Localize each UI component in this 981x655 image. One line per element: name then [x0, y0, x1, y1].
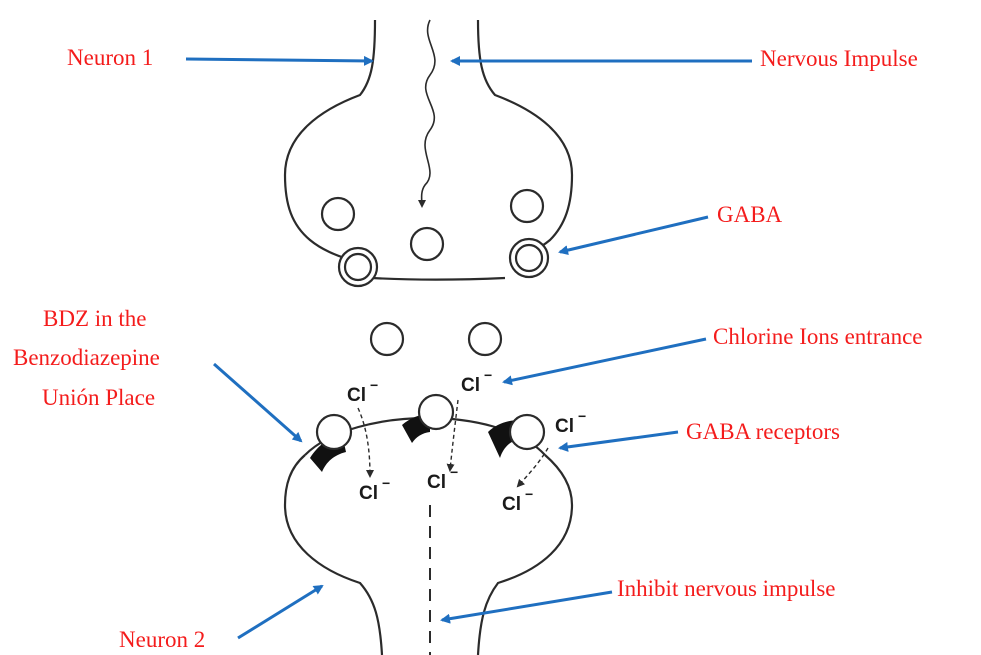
cl-ion: Cl −	[502, 486, 533, 515]
gaba-released	[371, 323, 403, 355]
svg-text:Cl: Cl	[461, 375, 480, 396]
gaba-vesicle	[322, 198, 354, 230]
gaba-released	[469, 323, 501, 355]
label-neuron1: Neuron 1	[67, 45, 153, 70]
arrow-chlorine	[504, 339, 706, 382]
arrow-bdz	[214, 364, 301, 441]
gaba-vesicle-fusing-inner	[516, 245, 542, 271]
cl-channel-path	[358, 408, 370, 476]
svg-text:−: −	[525, 486, 533, 502]
neuron1-bottom	[372, 278, 505, 280]
svg-text:Cl: Cl	[359, 483, 378, 504]
label-bdz-2: Benzodiazepine	[13, 345, 160, 370]
arrow-neuron1	[186, 59, 372, 61]
svg-text:Cl: Cl	[347, 385, 366, 406]
gaba-bound	[419, 395, 453, 429]
cl-ion: Cl −	[347, 377, 378, 406]
cl-ion: Cl −	[461, 367, 492, 396]
gaba-bound	[510, 415, 544, 449]
label-receptors: GABA receptors	[686, 419, 840, 444]
svg-text:Cl: Cl	[502, 494, 521, 515]
neuron2-outline-right	[478, 455, 572, 655]
label-bdz-3: Unión Place	[42, 385, 155, 410]
label-inhibit: Inhibit nervous impulse	[617, 576, 835, 601]
svg-text:−: −	[450, 464, 458, 480]
svg-text:Cl: Cl	[555, 416, 574, 437]
cl-ion: Cl −	[555, 408, 586, 437]
label-neuron2: Neuron 2	[119, 627, 205, 652]
svg-text:Cl: Cl	[427, 472, 446, 493]
label-bdz-1: BDZ in the	[43, 306, 147, 331]
arrow-receptors	[560, 432, 678, 448]
arrow-gaba	[560, 217, 708, 252]
label-gaba: GABA	[717, 202, 783, 227]
impulse-wave	[422, 20, 435, 206]
arrow-neuron2	[238, 586, 322, 638]
svg-text:−: −	[382, 475, 390, 491]
label-nervous-impulse: Nervous Impulse	[760, 46, 918, 71]
svg-text:−: −	[484, 367, 492, 383]
gaba-vesicle-fusing-inner	[345, 254, 371, 280]
arrow-inhibit	[442, 592, 612, 620]
cl-ion: Cl −	[359, 475, 390, 504]
label-chlorine: Chlorine Ions entrance	[713, 324, 922, 349]
gaba-vesicle	[511, 190, 543, 222]
svg-text:−: −	[578, 408, 586, 424]
bdz-molecule	[317, 415, 351, 449]
cl-ion: Cl −	[427, 464, 458, 493]
gaba-vesicle	[411, 228, 443, 260]
svg-text:−: −	[370, 377, 378, 393]
